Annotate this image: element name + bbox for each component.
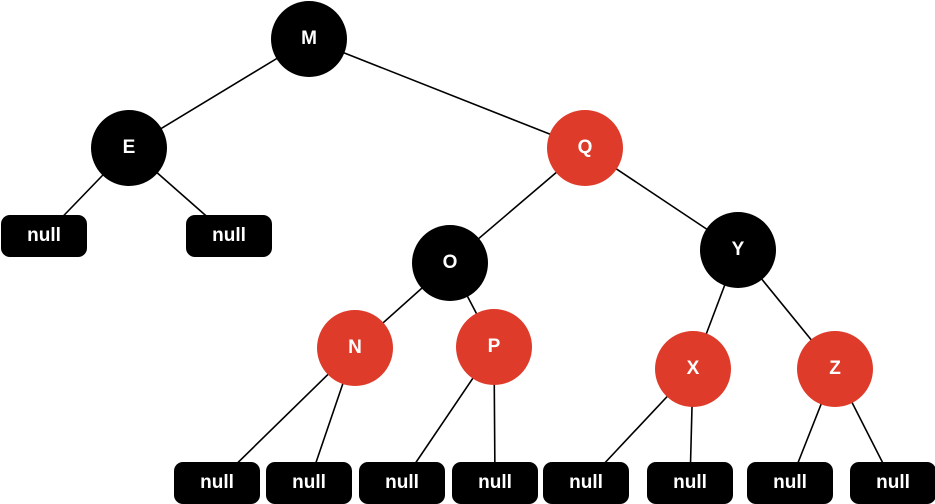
node-Y: Y	[700, 212, 776, 288]
null-leaf-X-right: null	[647, 462, 733, 504]
edge-M-Q	[308, 38, 586, 149]
null-leaf-P-right: null	[452, 462, 538, 504]
null-leaf-E-left: null	[1, 215, 87, 257]
node-P: P	[456, 309, 532, 385]
null-leaf-Z-right: null	[850, 462, 935, 504]
null-leaf-X-left: null	[543, 462, 629, 504]
node-Z: Z	[797, 331, 873, 407]
node-M: M	[271, 1, 347, 77]
node-O: O	[412, 225, 488, 301]
null-leaf-P-left: null	[359, 462, 445, 504]
null-leaf-N-left: null	[174, 462, 260, 504]
node-N: N	[317, 310, 393, 386]
node-Q: Q	[547, 110, 623, 186]
node-X: X	[655, 331, 731, 407]
null-leaf-Z-left: null	[747, 462, 833, 504]
null-leaf-N-right: null	[266, 462, 352, 504]
node-E: E	[91, 110, 167, 186]
null-leaf-E-right: null	[186, 215, 272, 257]
